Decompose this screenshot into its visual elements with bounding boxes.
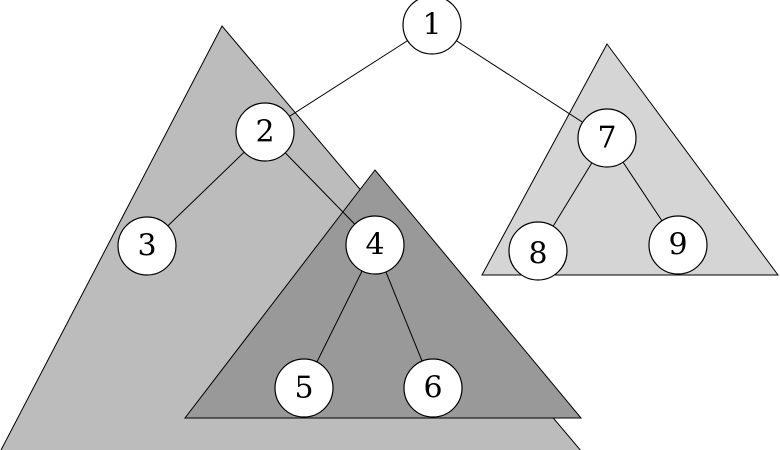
node-3: 3 <box>117 216 177 276</box>
node-2-label: 2 <box>255 115 274 150</box>
node-5-label: 5 <box>294 371 313 406</box>
node-6-label: 6 <box>423 371 442 406</box>
edge-1-7 <box>431 24 608 139</box>
node-5: 5 <box>274 358 334 418</box>
node-1: 1 <box>402 0 462 55</box>
node-2: 2 <box>235 102 295 162</box>
node-3-label: 3 <box>137 229 156 264</box>
node-9-label: 9 <box>668 228 687 263</box>
node-9: 9 <box>648 215 708 275</box>
node-6: 6 <box>403 358 463 418</box>
node-8: 8 <box>508 221 568 281</box>
node-7: 7 <box>577 108 637 168</box>
node-7-label: 7 <box>597 121 616 156</box>
node-4: 4 <box>345 215 405 275</box>
node-8-label: 8 <box>528 237 547 272</box>
node-4-label: 4 <box>365 228 384 263</box>
edge-1-2 <box>264 24 433 133</box>
subtree-7-triangle <box>481 43 779 276</box>
node-1-label: 1 <box>422 8 441 43</box>
subtree-4-triangle <box>183 169 583 419</box>
